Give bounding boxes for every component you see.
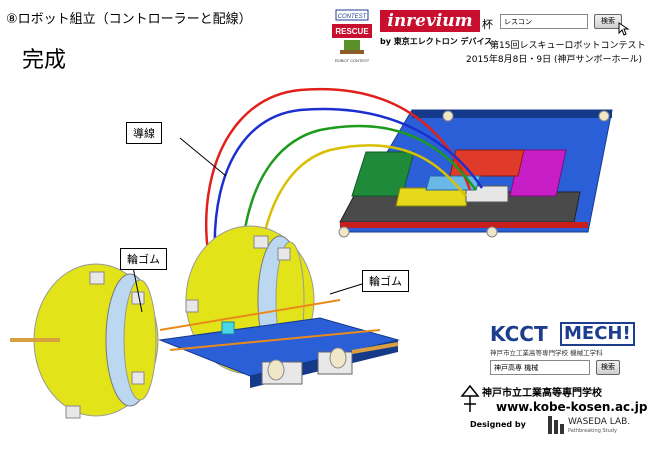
bottom-search-button[interactable]: 検索 (596, 360, 620, 375)
bottom-search-input[interactable]: 神戸高専 機械 (490, 360, 590, 375)
cursor-icon (618, 22, 630, 36)
kcct-subtitle: 神戸市立工業高等専門学校 機械工学科 (490, 349, 603, 357)
rescue-badge-main: RESCUE (335, 27, 369, 36)
callout-wire: 導線 (126, 122, 162, 144)
mech-logo: MECH! (560, 322, 635, 346)
event-name: 第15回レスキューロボットコンテスト (490, 41, 646, 51)
callout-band-left: 輪ゴム (120, 248, 167, 270)
kcct-logo: KCCT (490, 322, 548, 346)
callout-leader-band-right (329, 283, 363, 295)
top-search-input[interactable]: レスコン (500, 14, 588, 29)
page-heading: ⑧ロボット組立（コントローラーと配線） (6, 12, 252, 27)
waseda-lab-name: WASEDA LAB. (568, 417, 631, 427)
rescue-contest-logo: CONTEST RESCUE ROBOT CONTEST (332, 9, 372, 63)
top-search-button[interactable]: 検索 (594, 14, 622, 29)
waseda-lab-subtitle: Pathbreaking Study (568, 428, 617, 434)
rescue-badge-bottom: ROBOT CONTEST (335, 58, 370, 63)
left-wheel (10, 263, 159, 419)
callout-leader-band-left (131, 261, 143, 313)
inrevium-logo: inrevium (380, 10, 480, 32)
school-name: 神戸市立工業高等専門学校 (482, 388, 602, 399)
page-title: 完成 (22, 48, 67, 73)
brand-cup-label: 杯 (482, 18, 493, 31)
chassis (158, 299, 400, 388)
controller-assembly (338, 109, 613, 238)
designed-by-label: Designed by (470, 420, 526, 429)
school-url[interactable]: www.kobe-kosen.ac.jp (496, 400, 647, 414)
sponsor-label: by 東京エレクトロン デバイス (380, 37, 493, 46)
waseda-logo-icon (548, 416, 564, 434)
event-date: 2015年8月8日・9日 (神戸サンボーホール) (466, 55, 642, 65)
rescue-badge-top: CONTEST (338, 14, 368, 20)
callout-leader-wire (179, 137, 227, 177)
school-crest-icon (460, 384, 480, 412)
callout-band-right: 輪ゴム (362, 270, 409, 292)
